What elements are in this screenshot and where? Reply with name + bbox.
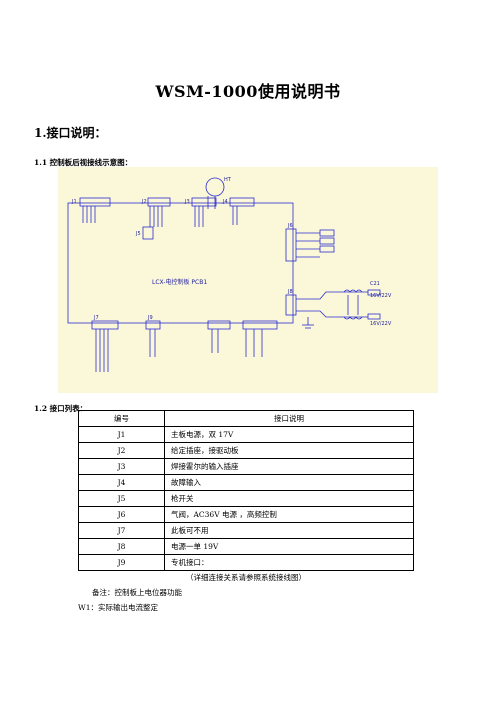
- port-description: 专机接口：: [164, 554, 414, 571]
- wiring-diagram: LCX-电控制板 PCB1 J1 J2 J3 J4 J5 J6 J7 J8 J9…: [58, 167, 438, 393]
- label-j6: J6: [287, 223, 293, 229]
- port-description: 气阀，AC36V 电源 ，高频控制: [164, 506, 414, 523]
- connector-j3-box: [191, 197, 217, 207]
- port-description: 主板电源，双 17V: [164, 426, 414, 443]
- label-voltage-1: 16V/22V: [370, 293, 392, 299]
- motor-symbol: [205, 177, 225, 197]
- table-caption: （详细连接关系请参照系统接线图）: [186, 573, 306, 582]
- table-header-row: 编号 接口说明: [78, 410, 414, 427]
- note-line-1: 备注：控制板上电位器功能: [92, 588, 182, 597]
- label-j4: J4: [222, 199, 228, 205]
- port-description: 焊接霍尔的输入插座: [164, 458, 414, 475]
- connector-j8-box: [285, 294, 297, 316]
- label-j5: J5: [135, 231, 141, 237]
- connector-j2-box: [147, 197, 171, 207]
- label-c21: C21: [370, 281, 380, 287]
- connector-j9-box: [145, 320, 161, 330]
- port-code: J5: [78, 490, 165, 507]
- subsection-heading-diagram: 1.1 控制板后视接线示意图：: [34, 158, 133, 167]
- subsection-heading-table: 1.2 接口列表：: [34, 404, 88, 413]
- connector-j7-box: [91, 320, 119, 330]
- port-code: J7: [78, 522, 165, 539]
- port-code: J3: [78, 458, 165, 475]
- connector-j1-box: [79, 197, 111, 207]
- connector-j6-box: [285, 228, 297, 262]
- header-description: 接口说明: [164, 410, 414, 427]
- port-description: 枪开关: [164, 490, 414, 507]
- connector-j4-box: [229, 197, 255, 207]
- connector-j5-box: [142, 226, 154, 240]
- port-code: J6: [78, 506, 165, 523]
- port-code: J2: [78, 442, 165, 459]
- document-title: WSM-1000使用说明书: [155, 82, 341, 101]
- note-line-2: W1：实际输出电流整定: [78, 603, 158, 612]
- label-j8: J8: [287, 289, 293, 295]
- port-description: 此板可不用: [164, 522, 414, 539]
- board-outline: [67, 202, 294, 324]
- port-description: 电源一单 19V: [164, 538, 414, 555]
- port-description: 故障输入: [164, 474, 414, 491]
- label-j3: J3: [184, 199, 190, 205]
- label-ht: HT: [224, 177, 232, 183]
- label-voltage-2: 16V/22V: [370, 321, 392, 327]
- port-code: J8: [78, 538, 165, 555]
- port-code: J1: [78, 426, 165, 443]
- port-description: 给定插座，接驱动板: [164, 442, 414, 459]
- port-code: J9: [78, 554, 165, 571]
- header-code: 编号: [78, 410, 165, 427]
- board-label: LCX-电控制板 PCB1: [152, 278, 207, 286]
- label-j9: J9: [147, 315, 153, 321]
- label-j7: J7: [93, 315, 99, 321]
- label-j2: J2: [141, 199, 147, 205]
- wiring-diagram-svg: LCX-电控制板 PCB1 J1 J2 J3 J4 J5 J6 J7 J8 J9…: [67, 177, 392, 372]
- label-j1: J1: [71, 199, 77, 205]
- port-code: J4: [78, 474, 165, 491]
- section-heading: 1.接口说明：: [34, 126, 107, 140]
